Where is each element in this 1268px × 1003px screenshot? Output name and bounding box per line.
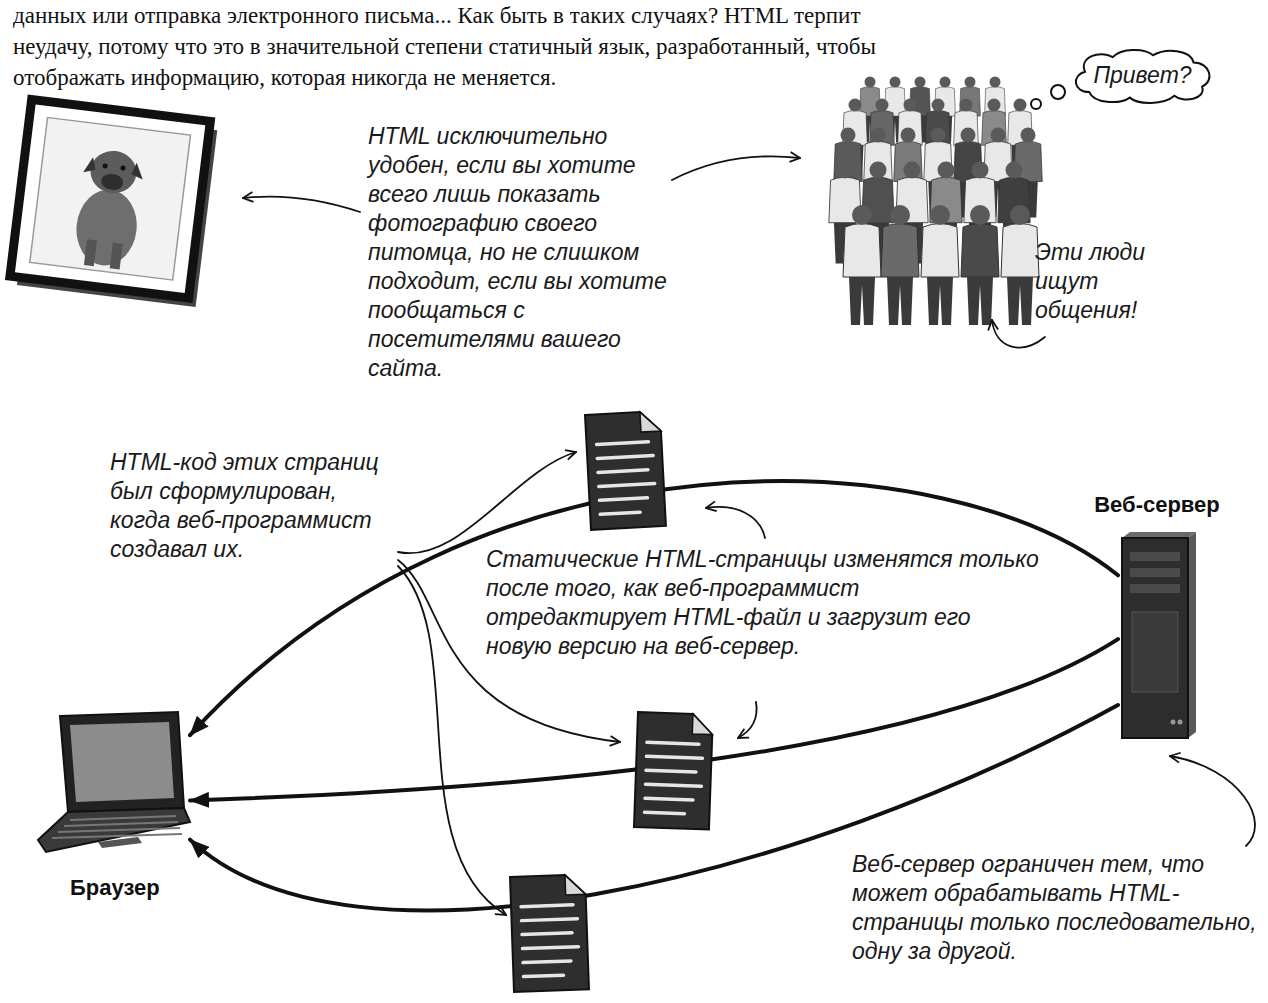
web-server: Веб-сервер bbox=[1118, 532, 1196, 738]
illustration-part bbox=[738, 702, 757, 738]
illustration-part bbox=[706, 507, 765, 538]
browser-laptop: Браузер bbox=[38, 712, 188, 857]
dog-body bbox=[72, 186, 141, 269]
bubble-dot bbox=[1051, 85, 1065, 99]
illustration-part bbox=[70, 722, 174, 802]
bubble-text: Привет? bbox=[1093, 61, 1191, 90]
illustration-part bbox=[1130, 552, 1180, 561]
illustration-part bbox=[1001, 205, 1039, 325]
illustration-part bbox=[921, 205, 959, 325]
illustration-part bbox=[1178, 720, 1183, 725]
illustration-part bbox=[243, 197, 360, 212]
handwritten-note: Веб-сервер ограничен тем, что может обра… bbox=[852, 850, 1257, 966]
laptop-icon bbox=[38, 712, 188, 857]
illustration-part bbox=[52, 816, 182, 838]
crowd bbox=[829, 77, 1042, 326]
illustration-part bbox=[98, 837, 142, 848]
handwritten-note: Эти люди ищут общения! bbox=[1035, 238, 1160, 325]
handwritten-note: Статические HTML-страницы изменятся толь… bbox=[486, 545, 1041, 661]
page-flow-arrow bbox=[190, 705, 1118, 910]
thought-bubble: Привет? bbox=[1068, 46, 1217, 105]
cloud-shape bbox=[1076, 50, 1210, 103]
pet-photo bbox=[9, 99, 218, 307]
dog-snout bbox=[100, 173, 124, 192]
illustration-part bbox=[398, 452, 576, 553]
illustration-part bbox=[1122, 538, 1188, 738]
illustration-part bbox=[1130, 584, 1180, 593]
node-label: Браузер bbox=[70, 875, 160, 901]
html-page bbox=[585, 411, 666, 530]
handwritten-note: HTML-код этих страниц был сформулирован,… bbox=[110, 448, 395, 564]
illustration-part bbox=[961, 205, 999, 325]
illustration-part bbox=[992, 320, 1045, 348]
html-page bbox=[634, 712, 713, 830]
dog-leg bbox=[84, 239, 97, 266]
photo-inner bbox=[30, 118, 191, 280]
node-label: Веб-сервер bbox=[1094, 492, 1220, 518]
illustration-part bbox=[843, 205, 881, 325]
bubble-dot bbox=[1031, 99, 1041, 109]
illustration-part bbox=[60, 712, 184, 812]
photo-frame bbox=[10, 99, 210, 298]
illustration-part bbox=[881, 205, 919, 325]
dog-eye bbox=[120, 165, 126, 171]
intro-paragraph: данных или отправка электронного письма.… bbox=[13, 0, 898, 93]
handwritten-note: HTML исключительно удобен, если вы хотит… bbox=[368, 122, 688, 383]
illustration-part bbox=[1132, 612, 1178, 692]
illustration-part bbox=[1171, 720, 1176, 725]
illustration-part bbox=[38, 808, 190, 852]
dog-eye bbox=[102, 163, 108, 169]
server-icon bbox=[1118, 532, 1196, 738]
dog-leg bbox=[110, 242, 123, 269]
dog-head bbox=[88, 148, 139, 195]
illustration-part bbox=[1130, 568, 1180, 577]
html-page bbox=[510, 874, 589, 992]
illustration-part bbox=[672, 156, 800, 180]
illustration-part bbox=[1170, 756, 1255, 846]
illustration-part bbox=[1188, 532, 1196, 738]
